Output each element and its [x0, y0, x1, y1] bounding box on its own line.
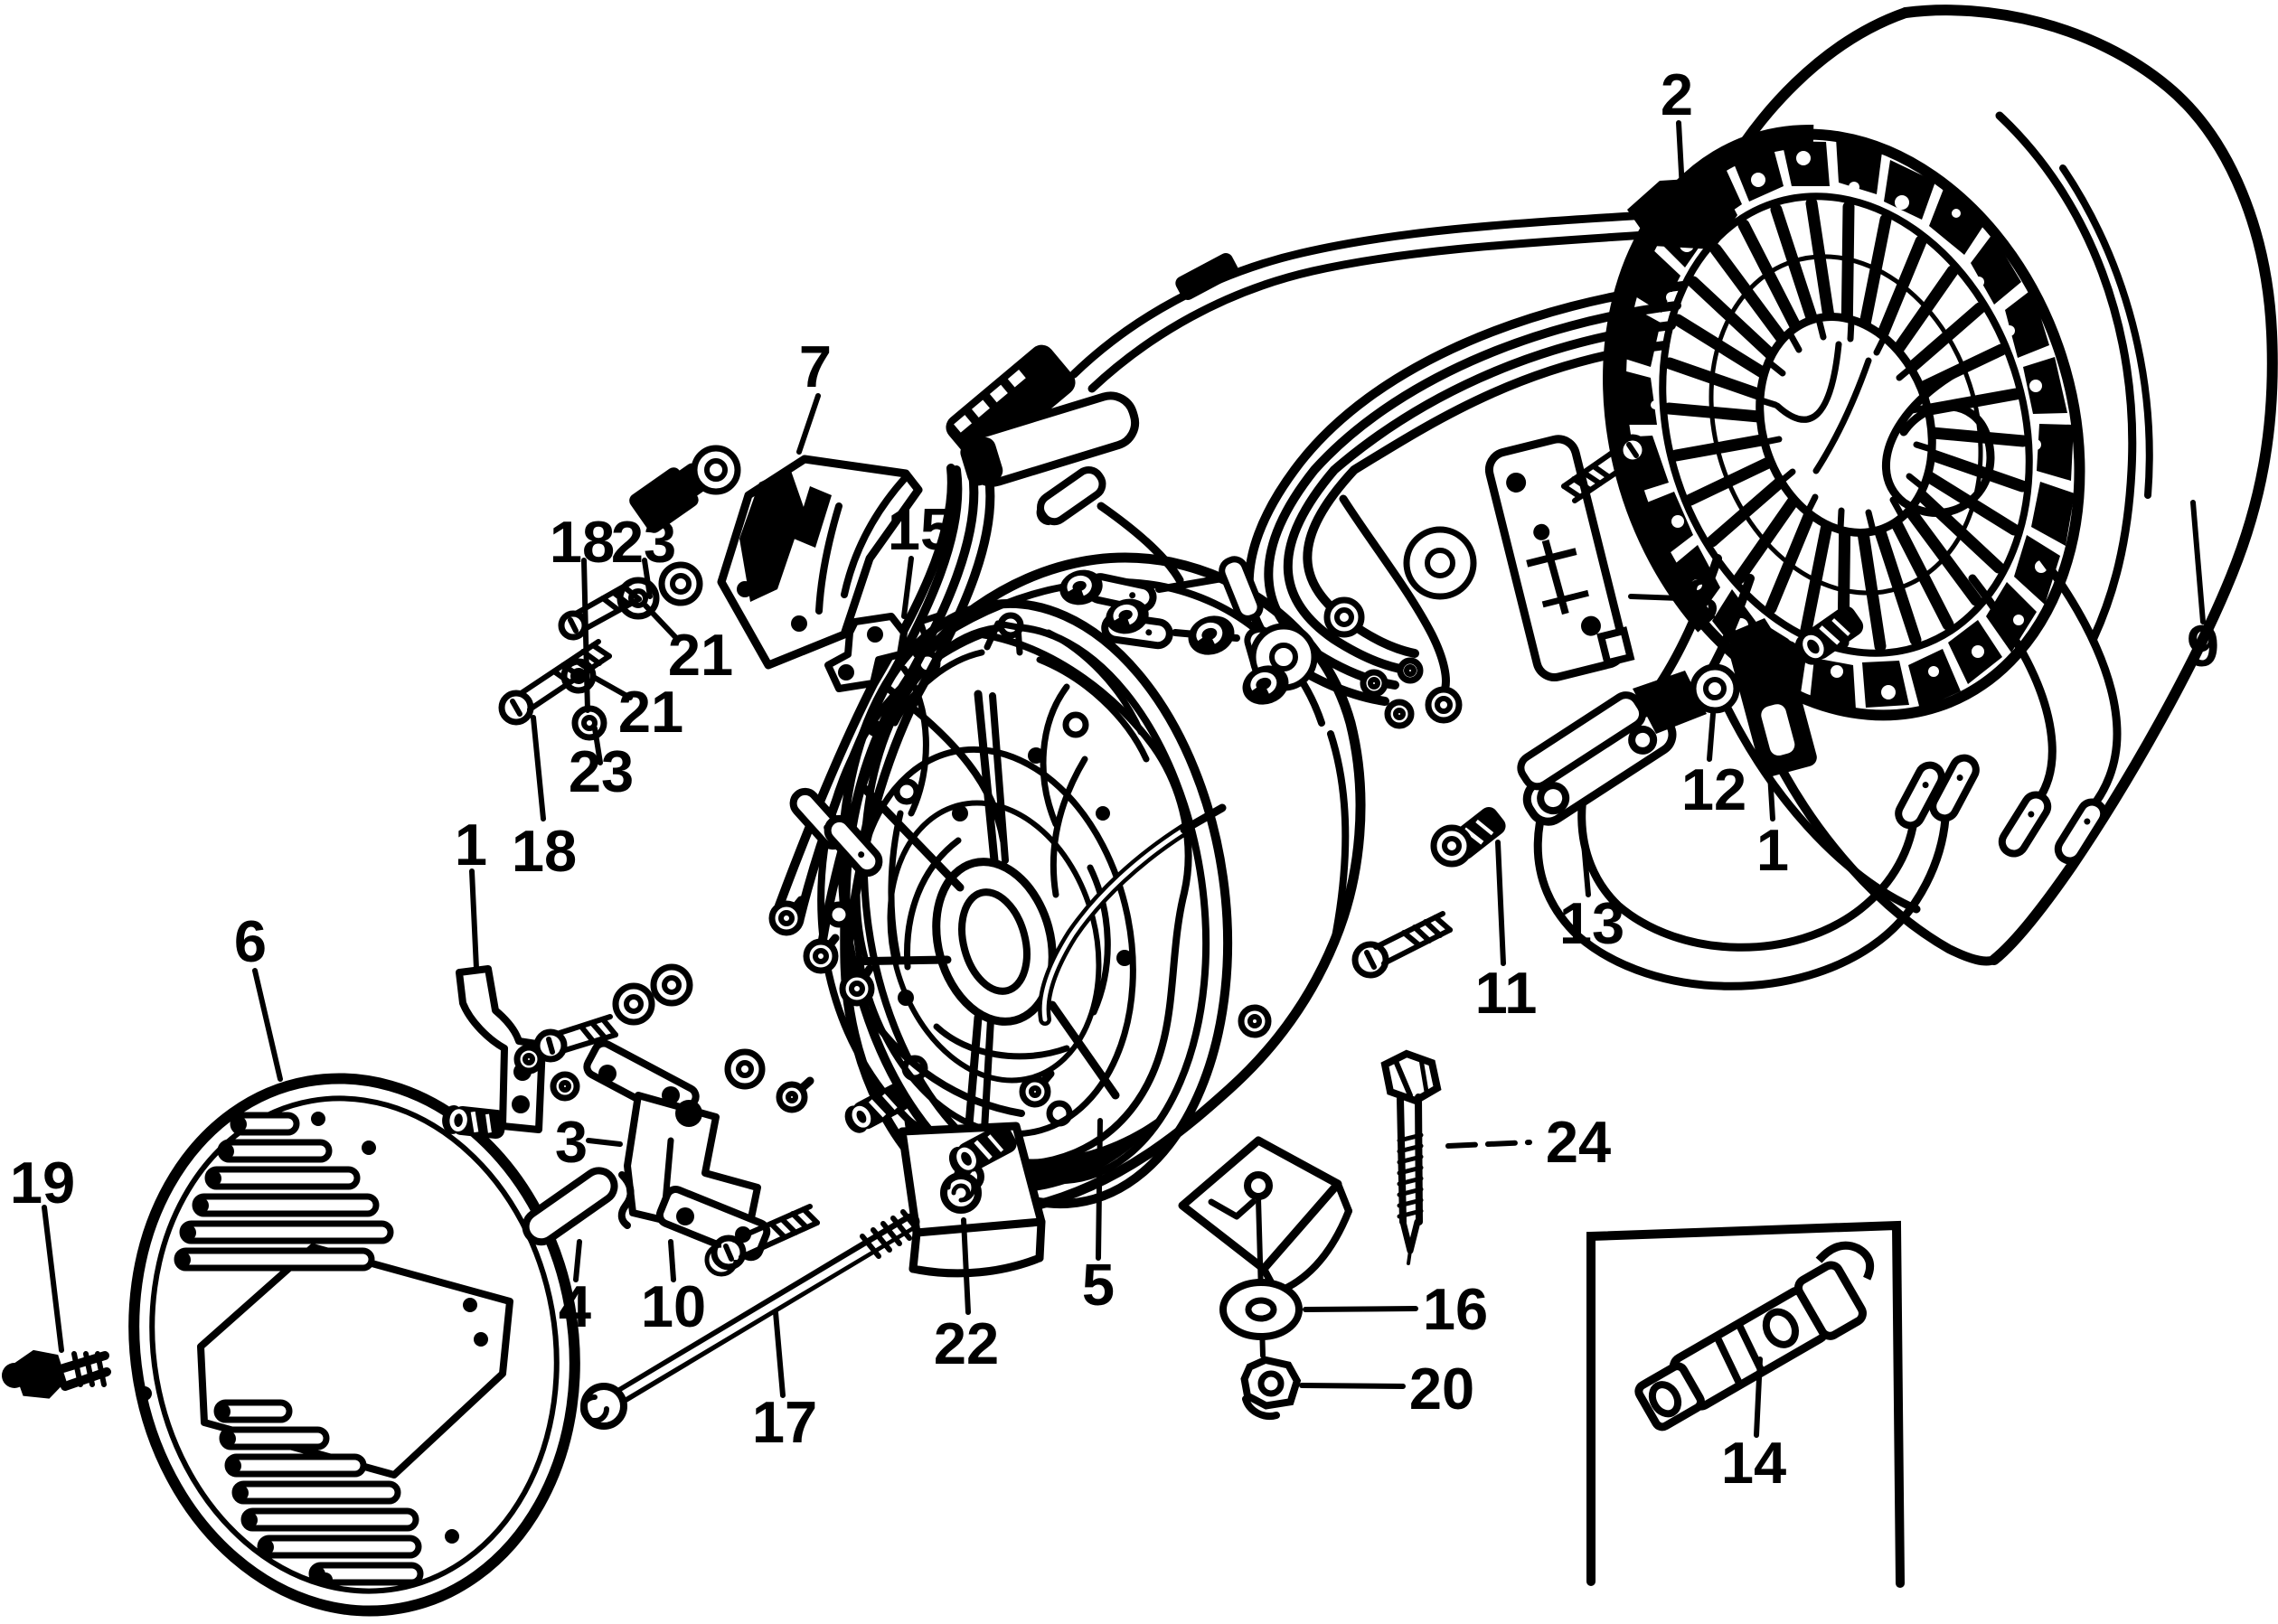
svg-text:15: 15	[888, 496, 953, 562]
svg-text:6: 6	[234, 908, 267, 974]
svg-text:13: 13	[1559, 890, 1624, 956]
svg-text:14: 14	[1721, 1430, 1786, 1496]
svg-text:11: 11	[1475, 960, 1538, 1026]
svg-text:3: 3	[555, 1109, 588, 1175]
svg-text:18: 18	[550, 509, 615, 575]
svg-text:18: 18	[512, 818, 577, 884]
svg-text:19: 19	[10, 1150, 75, 1216]
svg-text:9: 9	[2187, 613, 2219, 679]
svg-text:12: 12	[1681, 756, 1746, 822]
svg-text:22: 22	[934, 1310, 999, 1376]
svg-text:17: 17	[752, 1389, 817, 1455]
svg-text:8: 8	[1686, 567, 1718, 633]
svg-text:5: 5	[1082, 1252, 1115, 1318]
svg-text:7: 7	[799, 333, 832, 399]
svg-text:21: 21	[668, 622, 733, 688]
svg-text:2: 2	[1661, 61, 1693, 127]
svg-text:23: 23	[569, 738, 634, 804]
svg-text:16: 16	[1423, 1276, 1488, 1342]
svg-text:1: 1	[1756, 817, 1789, 883]
svg-text:21: 21	[618, 679, 683, 745]
svg-text:24: 24	[1546, 1109, 1611, 1175]
svg-text:23: 23	[611, 509, 676, 575]
svg-text:20: 20	[1409, 1356, 1474, 1422]
svg-text:10: 10	[641, 1273, 706, 1339]
svg-text:1: 1	[455, 812, 487, 878]
svg-text:4: 4	[559, 1273, 591, 1339]
